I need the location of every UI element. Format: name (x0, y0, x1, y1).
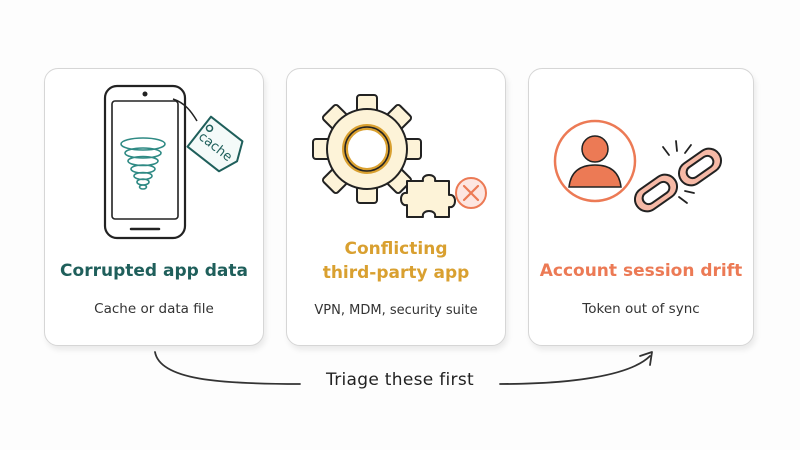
phone-with-cache-tag-icon: cache (103, 84, 244, 240)
gear-puzzle-conflict-icon (312, 94, 487, 218)
card-subtitle: Token out of sync (582, 301, 700, 317)
card-title-line-2: third-party app (322, 263, 470, 283)
card-subtitle: Cache or data file (94, 301, 214, 317)
card-conflicting-third-party-app: Conflicting third-party app VPN, MDM, se… (286, 68, 506, 346)
user-broken-link-icon (553, 119, 723, 213)
card-title: Corrupted app data (60, 261, 248, 281)
card-title: Conflicting third-party app (287, 237, 505, 285)
card-corrupted-app-data: cache Corrupted app data Cache or data f… (44, 68, 264, 346)
card-account-session-drift: Account session drift Token out of sync (528, 68, 754, 346)
card-subtitle: VPN, MDM, security suite (314, 303, 478, 318)
card-title: Account session drift (539, 261, 743, 281)
arrowhead-icon (639, 351, 653, 366)
triage-label: Triage these first (326, 370, 474, 390)
card-title-line-1: Conflicting (344, 239, 448, 259)
